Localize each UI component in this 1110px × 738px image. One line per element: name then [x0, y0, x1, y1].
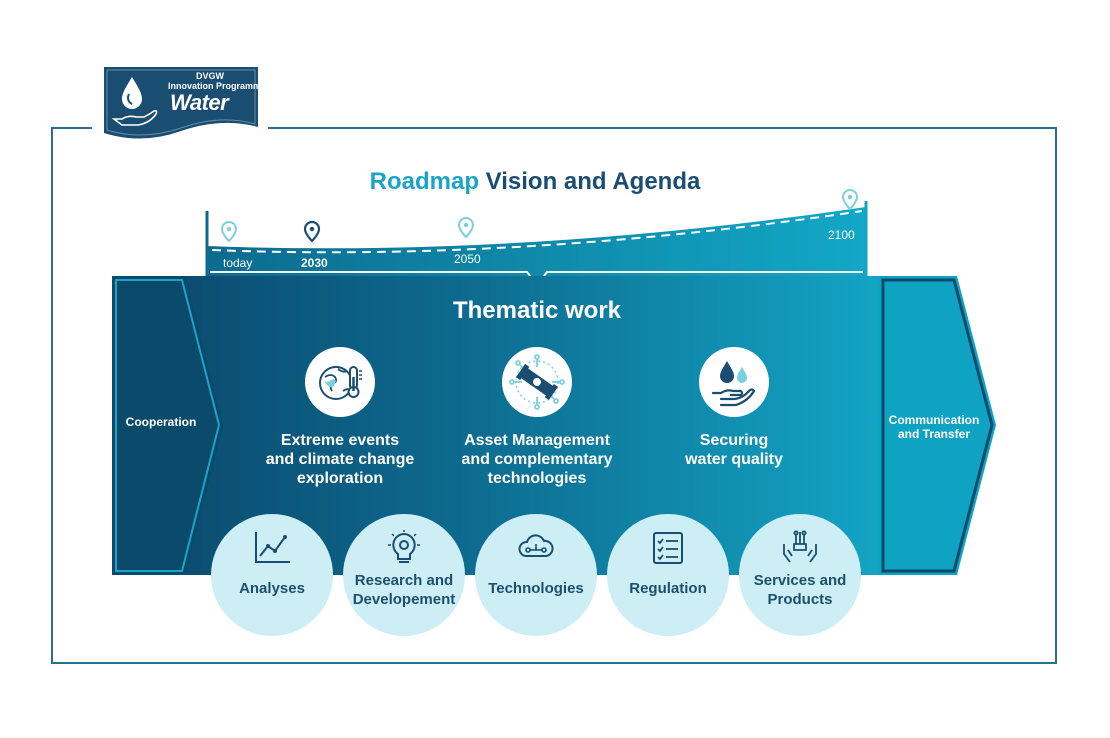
- timeline-2050-label: 2050: [454, 252, 481, 266]
- theme-1-line-2: and climate change: [265, 451, 415, 469]
- bubble-technologies-label: Technologies: [488, 580, 584, 597]
- theme-icon-circle-1: [305, 347, 375, 417]
- bubble-research-line-2: Developement: [352, 590, 456, 608]
- communication-block: [879, 276, 996, 575]
- timeline-dashed-path: [211, 210, 863, 254]
- theme-1-line-3: exploration: [296, 470, 384, 488]
- theme-label-3: Securing water quality: [634, 431, 834, 469]
- timeline-wedge: [207, 207, 866, 276]
- title-highlight: Roadmap: [369, 168, 479, 195]
- theme-2-line-2: and complementary: [461, 451, 613, 469]
- pin-2100-icon: [841, 188, 859, 211]
- theme-1-line-1: Extreme events: [280, 432, 400, 449]
- cloud-circuit-icon: [518, 534, 554, 557]
- hand-water-drops-icon: [711, 361, 756, 407]
- cooperation-border: [115, 279, 221, 572]
- theme-icon-circle-3: [699, 347, 769, 417]
- logo-flag-shape: [104, 67, 258, 139]
- cooperation-label: Cooperation: [125, 415, 197, 429]
- thematic-work-body: [112, 276, 879, 575]
- water-drop-icon: [122, 77, 142, 109]
- theme-2-line-3: technologies: [487, 470, 587, 488]
- bubble-analyses-label: Analyses: [239, 580, 305, 597]
- bubble-technologies: Technologies: [475, 514, 597, 636]
- theme-label-1: Extreme events and climate change explor…: [240, 431, 440, 489]
- timeline-today-label: today: [223, 256, 253, 270]
- bubble-research-label: Research and Developement: [343, 572, 465, 610]
- cooperation-block: [112, 276, 223, 575]
- theme-2-line-1: Asset Management: [464, 432, 610, 449]
- dvgw-logo: DVGW Innovation Programme Water: [104, 67, 266, 141]
- bubble-services-line-2: Products: [767, 590, 833, 608]
- bubble-regulation: Regulation: [607, 514, 729, 636]
- bubble-research-line-1: Research and: [354, 572, 454, 589]
- checklist-icon: [653, 532, 683, 564]
- communication-label: Communication and Transfer: [884, 413, 984, 442]
- pipe-network-icon: [509, 354, 565, 410]
- thematic-work-heading: Thematic work: [452, 297, 622, 324]
- bubble-services-label: Services and Products: [739, 572, 861, 610]
- line-chart-icon: [255, 532, 290, 563]
- communication-label-line-1: Communication: [888, 413, 980, 427]
- bubble-research: Research and Developement: [343, 514, 465, 636]
- logo-line-2: Innovation Programme: [168, 81, 267, 91]
- theme-3-line-2: water quality: [685, 451, 783, 469]
- pin-2050-icon: [457, 216, 475, 239]
- logo-line-3: Water: [170, 90, 229, 115]
- bubble-services-line-1: Services and: [753, 572, 847, 589]
- hand-icon: [111, 110, 158, 126]
- lightbulb-gear-icon: [388, 530, 420, 563]
- theme-icon-circle-2: [502, 347, 572, 417]
- theme-3-line-1: Securing: [699, 432, 769, 449]
- globe-thermometer-icon: [319, 366, 362, 400]
- timeline-2100-label: 2100: [828, 228, 855, 242]
- bubble-services: Services and Products: [739, 514, 861, 636]
- page-title: Roadmap Vision and Agenda: [0, 168, 1070, 196]
- bubble-analyses: Analyses: [211, 514, 333, 636]
- pin-2030-icon: [303, 220, 321, 243]
- communication-border: [881, 278, 994, 573]
- theme-label-2: Asset Management and complementary techn…: [437, 431, 637, 489]
- bubble-regulation-label: Regulation: [629, 580, 707, 597]
- timeline-2030-label: 2030: [301, 256, 328, 270]
- title-rest: Vision and Agenda: [478, 168, 701, 195]
- logo-line-1: DVGW: [196, 71, 224, 81]
- outer-frame: [51, 127, 1057, 664]
- pin-today-icon: [220, 220, 238, 243]
- communication-label-line-2: and Transfer: [897, 427, 971, 442]
- hands-circuit-icon: [783, 530, 817, 563]
